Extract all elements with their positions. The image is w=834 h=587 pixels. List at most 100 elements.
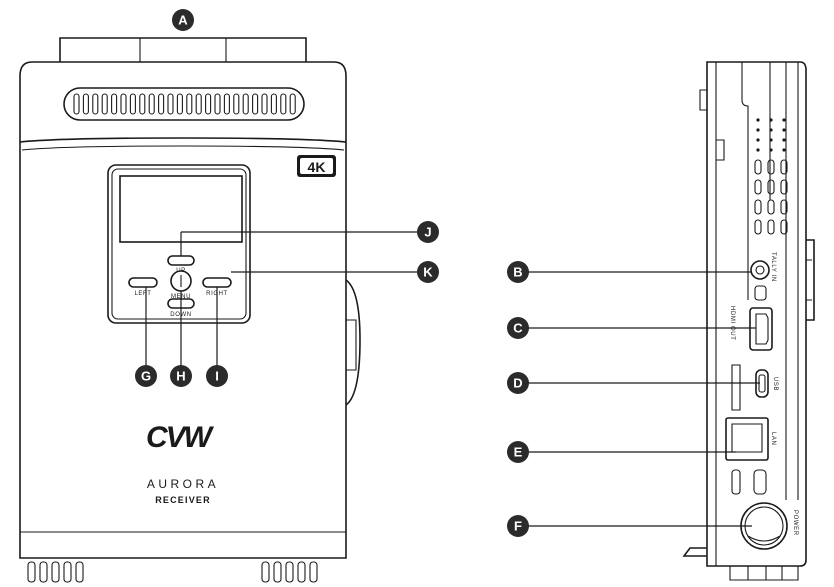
svg-text:J: J <box>424 225 431 240</box>
svg-text:E: E <box>514 445 523 460</box>
vent-dot <box>769 138 773 142</box>
vent-slot <box>767 159 775 175</box>
svg-text:LAN: LAN <box>770 432 776 445</box>
svg-text:USB: USB <box>772 377 778 391</box>
vent-slot <box>767 179 775 195</box>
callout-g: G <box>135 365 157 387</box>
vent-slot <box>270 93 277 115</box>
vent-slot <box>767 219 775 235</box>
vent-slot <box>158 93 165 115</box>
left-label: LEFT <box>134 291 151 297</box>
bottom-vent-slot <box>75 561 84 583</box>
tally-in-port: TALLY IN <box>750 252 776 301</box>
vent-dot <box>769 128 773 132</box>
vent-dot <box>756 118 760 122</box>
vent-slot <box>139 93 146 115</box>
vent-slot <box>223 93 230 115</box>
vent-slot <box>289 93 296 115</box>
front-view: UP LEFT RIGHT MENU DOWN 4K CVW AURORA RE… <box>19 37 361 583</box>
vent-slot <box>195 93 202 115</box>
callout-d: D <box>507 372 529 394</box>
vent-slot <box>754 219 762 235</box>
right-button[interactable] <box>202 277 232 288</box>
svg-text:K: K <box>423 265 433 280</box>
vent-dot <box>782 138 786 142</box>
vent-slot <box>214 93 221 115</box>
vent-slot <box>261 93 268 115</box>
vent-dot <box>782 148 786 152</box>
bottom-vent-slot <box>39 561 48 583</box>
vent-slot <box>754 199 762 215</box>
svg-text:G: G <box>141 369 151 384</box>
svg-text:B: B <box>513 265 522 280</box>
vent-dot <box>782 128 786 132</box>
product-line: AURORA <box>147 477 219 491</box>
callout-h: H <box>170 365 192 387</box>
brand-logo: CVW <box>146 421 215 454</box>
leader-lines <box>145 231 760 527</box>
left-button[interactable] <box>128 277 158 288</box>
vent-slot <box>120 93 127 115</box>
up-label: UP <box>176 268 186 274</box>
vent-slot <box>101 93 108 115</box>
callout-j: J <box>417 221 439 243</box>
vent-slot <box>780 159 788 175</box>
vent-slot <box>754 159 762 175</box>
vent-dot <box>756 138 760 142</box>
vent-slot <box>754 179 762 195</box>
callout-i: I <box>206 365 228 387</box>
callout-k: K <box>417 261 439 283</box>
vent-slot <box>280 93 287 115</box>
bottom-vent-slot <box>261 561 270 583</box>
side-vent-slots <box>754 159 788 235</box>
vent-slot <box>780 179 788 195</box>
svg-text:POWER: POWER <box>792 510 798 536</box>
callout-a: A <box>172 9 194 31</box>
vent-slot <box>129 93 136 115</box>
bottom-vent-slot <box>309 561 318 583</box>
svg-text:HDMI OUT: HDMI OUT <box>729 306 735 340</box>
bottom-vent-slot <box>63 561 72 583</box>
svg-text:D: D <box>513 376 522 391</box>
vent-slot <box>111 93 118 115</box>
bottom-vent-slot <box>285 561 294 583</box>
svg-text:I: I <box>215 369 219 384</box>
vent-slot <box>767 199 775 215</box>
callout-e: E <box>507 441 529 463</box>
vent-slot <box>148 93 155 115</box>
vent-slot <box>176 93 183 115</box>
vent-dot <box>756 128 760 132</box>
vent-slot <box>242 93 249 115</box>
bottom-vents <box>27 561 318 583</box>
vent-dot <box>769 118 773 122</box>
side-vent-dots <box>756 118 786 152</box>
vent-dot <box>756 148 760 152</box>
vent-slot <box>780 219 788 235</box>
svg-text:A: A <box>178 13 188 28</box>
vent-slot <box>167 93 174 115</box>
lan-port: LAN <box>725 417 776 461</box>
vent-slot <box>73 93 80 115</box>
bottom-vent-slot <box>51 561 60 583</box>
up-button[interactable] <box>167 255 195 266</box>
vent-slot <box>252 93 259 115</box>
svg-text:H: H <box>176 369 185 384</box>
product-type: RECEIVER <box>155 495 211 505</box>
vent-slot <box>233 93 240 115</box>
vent-slot <box>205 93 212 115</box>
side-view: TALLY IN HDMI OUT USB LAN <box>682 61 815 581</box>
vent-slot <box>92 93 99 115</box>
callout-c: C <box>507 317 529 339</box>
vent-dot <box>782 118 786 122</box>
callout-f: F <box>507 515 529 537</box>
vent-dot <box>769 148 773 152</box>
svg-text:4K: 4K <box>308 159 326 175</box>
callout-b: B <box>507 261 529 283</box>
vent-slot <box>186 93 193 115</box>
svg-text:TALLY IN: TALLY IN <box>770 252 776 282</box>
vent-slot <box>82 93 89 115</box>
bottom-vent-slot <box>27 561 36 583</box>
4k-badge: 4K <box>297 155 336 177</box>
svg-text:F: F <box>514 519 522 534</box>
